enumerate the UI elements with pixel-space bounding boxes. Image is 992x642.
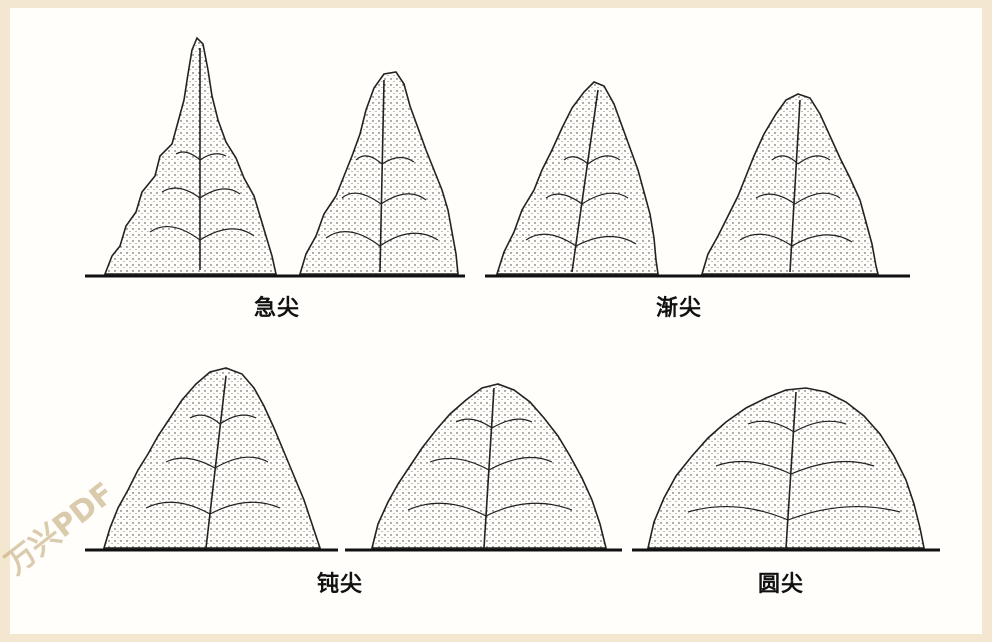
label-obtuse: 钝尖 (317, 566, 363, 598)
leaf-acute-1 (105, 38, 276, 274)
leaf-rounded-1 (648, 388, 924, 548)
leaf-obtuse-2 (372, 384, 606, 548)
leaf-acuminate-1 (497, 82, 658, 274)
leaf-obtuse-1 (104, 368, 320, 548)
leaf-acuminate-2 (702, 94, 878, 274)
label-acute: 急尖 (254, 290, 300, 322)
label-rounded: 圆尖 (758, 566, 804, 598)
leaf-acute-2 (300, 72, 458, 274)
label-acuminate: 渐尖 (656, 290, 702, 322)
